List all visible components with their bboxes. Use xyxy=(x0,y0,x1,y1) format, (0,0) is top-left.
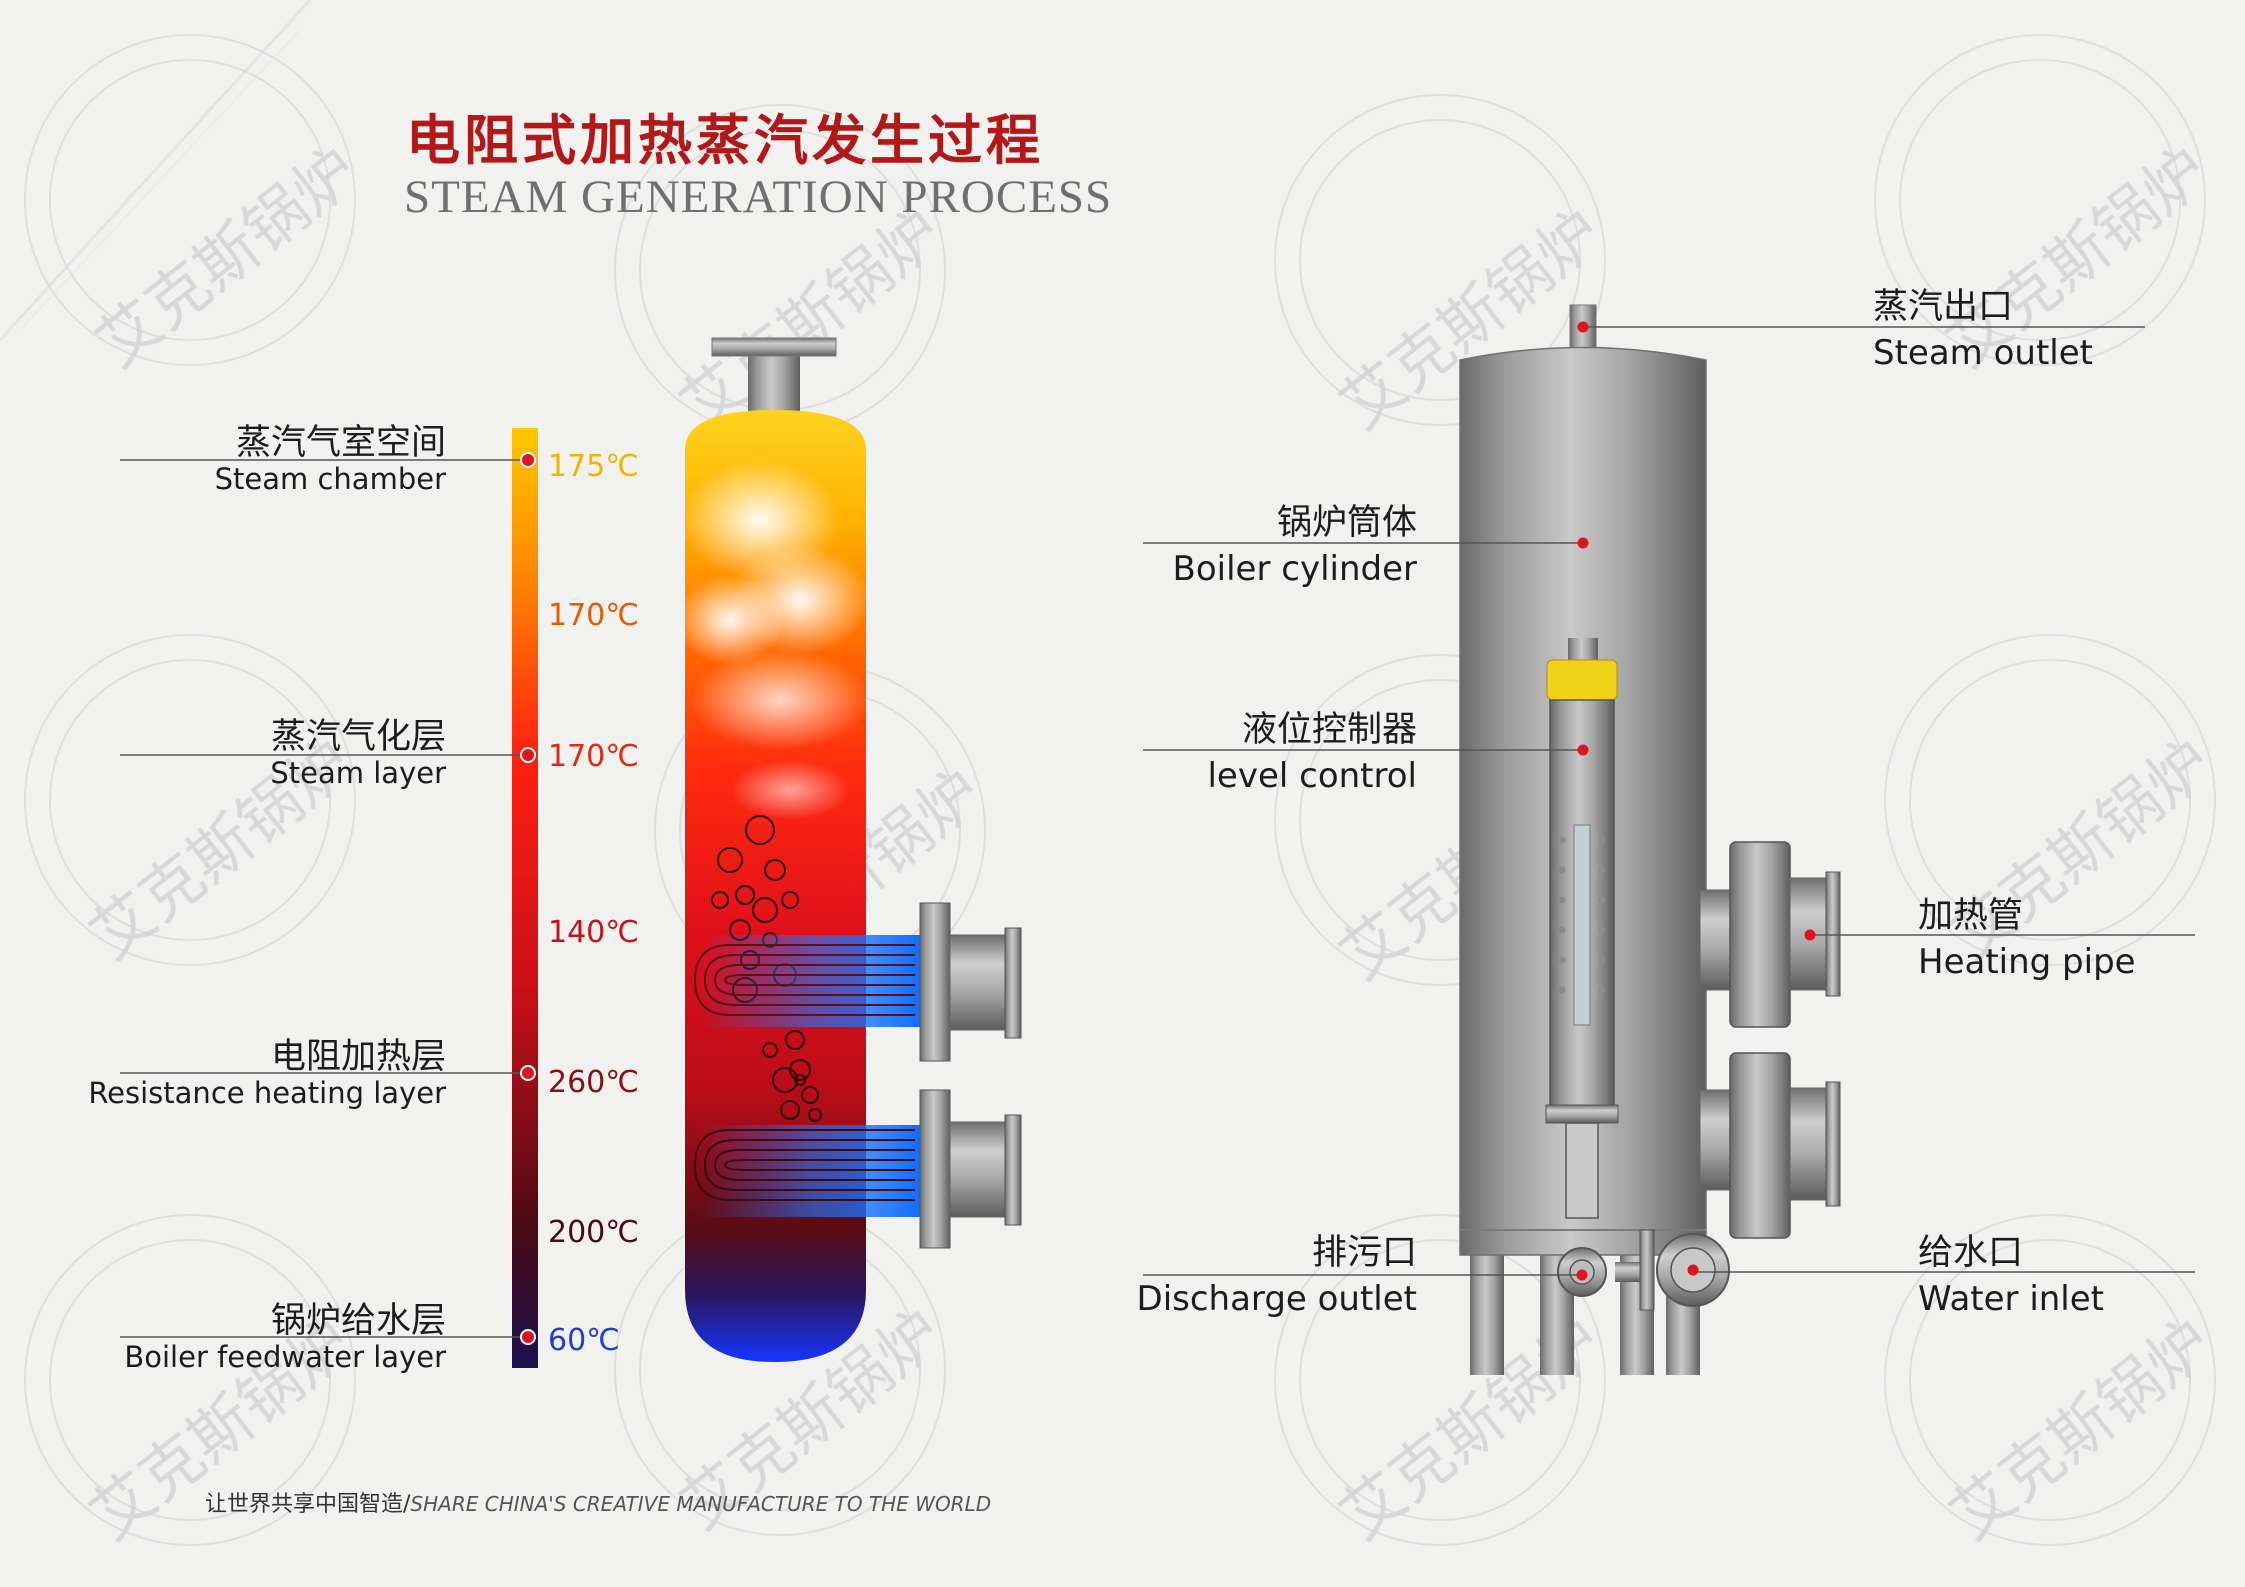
footer-slogan: 让世界共享中国智造/SHARE CHINA'S CREATIVE MANUFAC… xyxy=(205,1486,991,1518)
layer-label-feedwater-cn: 锅炉给水层 xyxy=(270,1301,446,1341)
page-title-en: STEAM GENERATION PROCESS xyxy=(404,171,1113,223)
footer-slogan-en: SHARE CHINA'S CREATIVE MANUFACTURE TO TH… xyxy=(410,1492,992,1516)
layer-label-steam-layer-cn: 蒸汽气化层 xyxy=(270,717,446,757)
temperature-label: 170℃ xyxy=(548,598,639,633)
background-texture xyxy=(0,0,312,342)
steam-vapor xyxy=(675,460,870,820)
part-label-discharge-cn: 排污口 xyxy=(1311,1233,1417,1273)
part-label-level-control-en: level control xyxy=(1207,756,1417,796)
part-label-water-inlet-en: Water inlet xyxy=(1918,1279,2105,1319)
part-label-heating-pipe-en: Heating pipe xyxy=(1918,942,2136,982)
temperature-label: 140℃ xyxy=(548,915,639,950)
heating-element-upper xyxy=(693,902,1022,1062)
temperature-label: 175℃ xyxy=(548,449,639,484)
part-label-level-control-cn: 液位控制器 xyxy=(1241,710,1417,750)
part-label-boiler-cylinder-en: Boiler cylinder xyxy=(1172,549,1417,589)
temperature-label: 170℃ xyxy=(548,739,639,774)
part-label-steam-outlet-cn: 蒸汽出口 xyxy=(1873,287,2014,327)
part-label-boiler-cylinder-cn: 锅炉筒体 xyxy=(1276,503,1417,543)
layer-label-feedwater-en: Boiler feedwater layer xyxy=(124,1340,446,1374)
layer-label-steam-chamber-en: Steam chamber xyxy=(214,462,446,496)
part-label-steam-outlet-en: Steam outlet xyxy=(1873,333,2093,373)
heating-pipe-flange-upper xyxy=(1699,841,1841,1028)
footer-slogan-cn: 让世界共享中国智造/ xyxy=(205,1492,411,1517)
layer-label-steam-chamber-cn: 蒸汽气室空间 xyxy=(235,423,446,463)
layer-label-steam-layer-en: Steam layer xyxy=(270,756,446,790)
temperature-labels: 175℃ 170℃ 170℃ 140℃ 260℃ 200℃ 60℃ xyxy=(548,449,639,1358)
temperature-label: 260℃ xyxy=(548,1065,639,1100)
part-callout-dots xyxy=(1576,321,1816,1281)
layer-label-resistance-cn: 电阻加热层 xyxy=(270,1037,446,1077)
temperature-label: 60℃ xyxy=(548,1323,620,1358)
watermark-text: 艾克斯锅炉 xyxy=(83,133,372,381)
page-title-cn: 电阻式加热蒸汽发生过程 xyxy=(406,109,1044,172)
heating-pipe-flange-lower xyxy=(1699,1052,1841,1239)
heating-element-lower xyxy=(693,1089,1022,1249)
steam-outlet-nozzle xyxy=(711,337,837,415)
layer-label-resistance-en: Resistance heating layer xyxy=(88,1076,446,1110)
part-callout-lines xyxy=(1143,326,2195,1276)
part-label-discharge-en: Discharge outlet xyxy=(1136,1279,1417,1319)
layer-callout-lines xyxy=(120,459,528,1338)
part-label-heating-pipe-cn: 加热管 xyxy=(1918,896,2024,936)
layer-callout-dots xyxy=(520,452,536,1345)
level-control-gauge xyxy=(1545,638,1619,1219)
part-label-water-inlet-cn: 给水口 xyxy=(1918,1233,2024,1273)
temperature-label: 200℃ xyxy=(548,1215,639,1250)
temperature-scale-bar xyxy=(512,428,538,1368)
